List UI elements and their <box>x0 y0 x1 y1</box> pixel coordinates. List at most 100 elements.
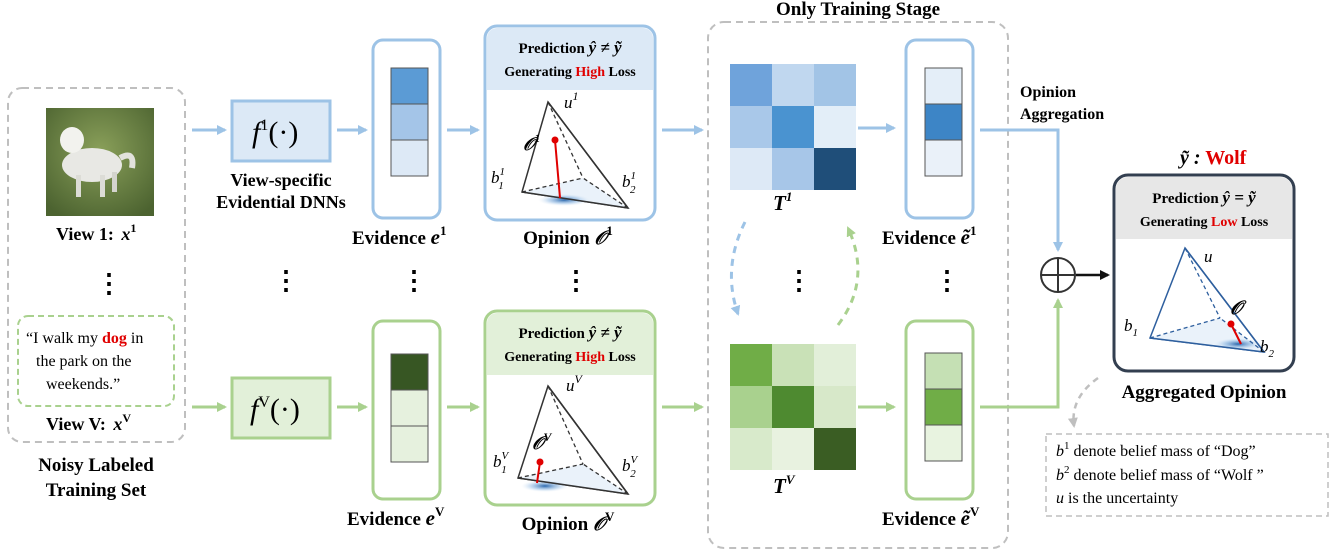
vertical-dots: ⋮ <box>401 266 427 295</box>
dnn-caption-2: Evidential DNNs <box>216 192 346 212</box>
training-stage-title: Only Training Stage <box>776 0 940 20</box>
evidence-tilde1-label: Evidence ẽ1 <box>882 223 976 249</box>
TV-to-T1-curve-arrow <box>836 226 860 326</box>
T1-to-TV-curve-arrow <box>729 221 747 316</box>
matrix-cell <box>772 344 814 386</box>
opinion1-prediction: Prediction ŷ ≠ ỹ <box>518 38 622 57</box>
vector-cell <box>924 352 963 390</box>
vector-cell <box>390 353 429 391</box>
vector-cell <box>390 139 429 177</box>
matrix-cell <box>814 344 856 386</box>
matrix-cell <box>730 148 772 190</box>
matrix-cell <box>772 148 814 190</box>
opinionV-loss: Generating High Loss <box>504 350 636 365</box>
opinion1-label: Opinion 𝒪1 <box>523 223 613 249</box>
vector-cell <box>924 388 963 426</box>
vector-cell <box>924 424 963 462</box>
vector-cell <box>390 389 429 427</box>
f1-label: f1(·) <box>252 116 298 149</box>
text-view-line2: the park on the <box>36 353 132 370</box>
opinion1-simplex <box>521 100 630 210</box>
legend-line-1: b1 denote belief mass of “Dog” <box>1056 440 1256 460</box>
vector-cell <box>924 67 963 105</box>
matrix-cell <box>772 106 814 148</box>
view1-image <box>46 108 154 216</box>
aggregation-label-1: Opinion <box>1020 84 1076 101</box>
aggregation-label-2: Aggregation <box>1020 106 1104 123</box>
aggregation-line-green <box>980 298 1063 409</box>
training-stage-frame <box>707 21 1009 549</box>
matrix-cell <box>814 428 856 470</box>
f1-box <box>230 99 332 163</box>
T1-matrix <box>730 64 856 190</box>
matrix-cell <box>814 386 856 428</box>
training-set-caption-1: Noisy Labeled <box>38 455 154 476</box>
training-set-frame <box>7 87 186 443</box>
vector-cell <box>924 103 963 141</box>
fV-label: fV(·) <box>250 393 300 426</box>
training-set-caption-2: Training Set <box>46 480 147 501</box>
legend-box <box>1045 433 1329 517</box>
view1-label: View 1: x1 <box>56 221 136 244</box>
vector-cell <box>390 103 429 141</box>
aggregated-prediction: Prediction ŷ = ỹ <box>1152 188 1256 207</box>
final-label: ỹ : Wolf <box>1178 147 1247 169</box>
vector-cell <box>924 139 963 177</box>
vertical-dots: ⋮ <box>934 266 960 295</box>
aggregated-b1-label: b1 <box>1124 316 1138 339</box>
opinionV-simplex <box>517 384 630 496</box>
opinionV-prediction: Prediction ŷ ≠ ỹ <box>518 323 622 342</box>
vertical-dots: ⋮ <box>96 269 122 298</box>
evidence1-label: Evidence e1 <box>352 223 446 249</box>
evidence-tildeV-label: Evidence ẽV <box>882 504 980 530</box>
dnn-caption-1: View-specific <box>230 170 331 190</box>
vertical-dots: ⋮ <box>273 266 299 295</box>
legend-line-3: u is the uncertainty <box>1056 490 1178 507</box>
evidenceV-label: Evidence eV <box>347 504 445 530</box>
matrix-cell <box>814 148 856 190</box>
T1-label: T1 <box>773 189 792 215</box>
matrix-cell <box>814 106 856 148</box>
matrix-cell <box>730 386 772 428</box>
aggregated-header-bg <box>1116 177 1292 239</box>
aggregated-simplex <box>1148 246 1266 353</box>
evidenceV-vector <box>390 353 429 463</box>
aggregated-u-label: u <box>1204 247 1213 266</box>
aggregated-loss: Generating Low Loss <box>1140 215 1269 230</box>
viewV-label: View V: xV <box>46 411 131 434</box>
evidence-tildeV-vector <box>924 352 963 462</box>
matrix-cell <box>772 428 814 470</box>
TV-label: TV <box>773 472 796 498</box>
TV-matrix <box>730 344 856 470</box>
matrix-cell <box>772 64 814 106</box>
opinion1-loss: Generating High Loss <box>504 65 636 80</box>
matrix-cell <box>730 106 772 148</box>
text-view-line1: “I walk my dog in <box>26 330 143 347</box>
matrix-cell <box>730 344 772 386</box>
vector-cell <box>390 425 429 463</box>
matrix-cell <box>730 64 772 106</box>
evidence-tilde1-vector <box>924 67 963 177</box>
matrix-cell <box>730 428 772 470</box>
vertical-dots: ⋮ <box>563 266 589 295</box>
aggregated-opinion-caption: Aggregated Opinion <box>1122 382 1287 403</box>
aggregation-line-blue <box>980 128 1063 252</box>
legend-pointer-arrow <box>1067 376 1099 428</box>
matrix-cell <box>814 64 856 106</box>
opinionV-u-label: uV <box>566 372 584 395</box>
evidence1-vector <box>390 67 429 177</box>
vertical-dots: ⋮ <box>786 266 812 295</box>
opinionV-header-bg <box>487 313 653 375</box>
text-view-frame <box>17 315 175 407</box>
fV-box <box>230 376 332 440</box>
vector-cell <box>390 67 429 105</box>
opinion1-header-bg <box>487 28 653 90</box>
opinion1-u-label: u1 <box>564 89 579 112</box>
text-view-line3: weekends.” <box>46 376 120 393</box>
